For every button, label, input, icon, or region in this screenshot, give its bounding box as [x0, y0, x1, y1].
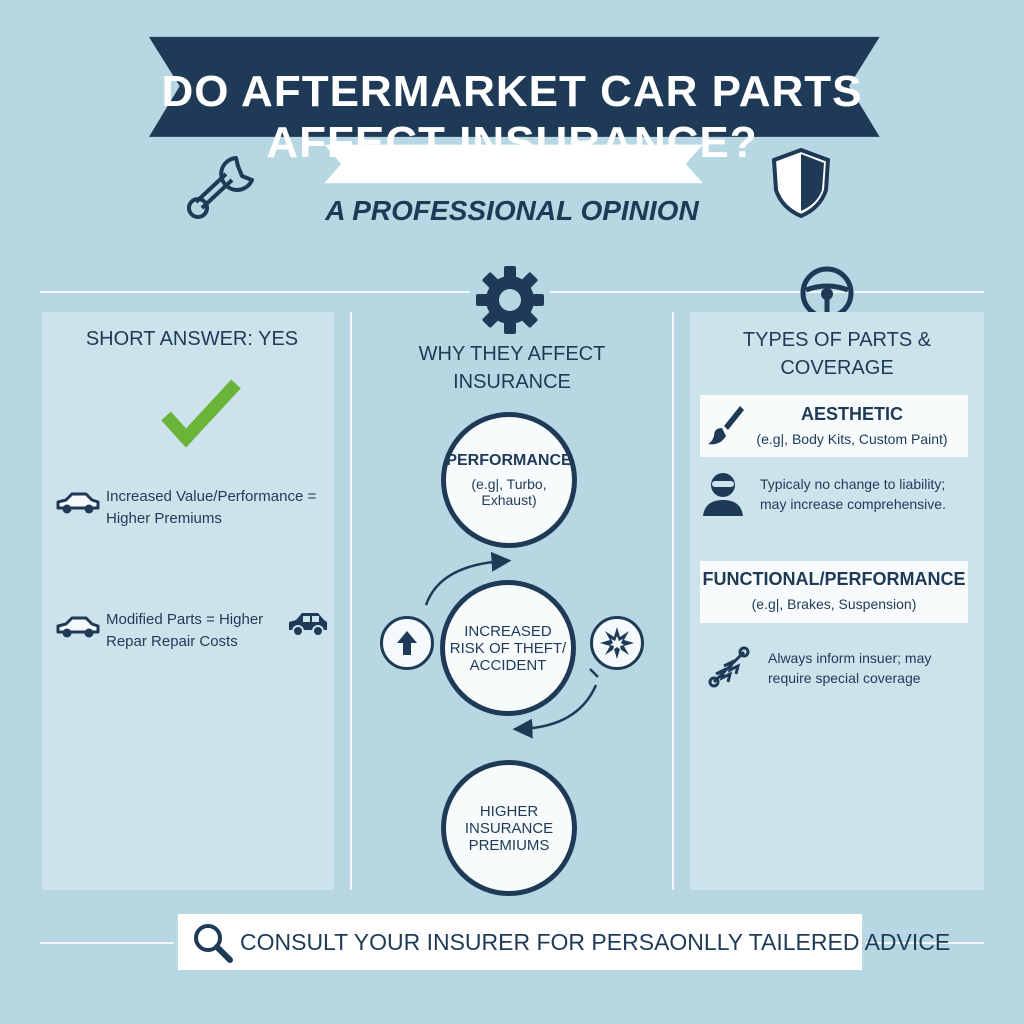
- aesthetic-note: Typicaly no change to liability; may inc…: [760, 474, 980, 514]
- top-divider-right: [550, 291, 984, 293]
- magnifier-icon: [194, 924, 233, 963]
- title-ribbon: [148, 36, 880, 184]
- functional-note: Always inform insuer; may require specia…: [768, 648, 978, 688]
- subtitle: A PROFESSIONAL OPINION: [325, 195, 699, 226]
- left-point-1-line-2: Higher Premiums: [106, 510, 222, 527]
- right-heading-line-2: COVERAGE: [780, 357, 894, 379]
- left-heading: SHORT ANSWER: YES: [85, 328, 299, 350]
- left-point-1: Increased Value/Performance = Higher Pre…: [106, 486, 336, 530]
- cycle-arrows: [424, 551, 599, 739]
- performance-examples: (e.g|, Turbo, Exhaust): [471, 476, 547, 508]
- car-icon: [56, 616, 100, 638]
- left-point-1-line-1: Increased Value/Performance =: [106, 488, 317, 505]
- shield-icon: [771, 147, 831, 219]
- top-divider-left: [40, 291, 470, 293]
- premiums-line-2: INSURANCE: [464, 819, 554, 837]
- functional-note-line-2: require special coverage: [768, 670, 921, 686]
- risk-line-3: ACCIDENT: [469, 656, 547, 674]
- aesthetic-examples: (e.g|, Body Kits, Custom Paint): [756, 431, 948, 447]
- performance-title: PERFORMANCE: [446, 452, 572, 469]
- risk-line-2: RISK OF THEFT/: [449, 639, 567, 657]
- risk-circle: INCREASED RISK OF THEFT/ ACCIDENT: [440, 580, 576, 716]
- middle-divider-right: [672, 312, 674, 890]
- right-heading-line-1: TYPES OF PARTS &: [742, 329, 932, 351]
- middle-heading-line-2: INSURANCE: [453, 371, 571, 393]
- up-arrow-icon: [397, 631, 417, 655]
- premiums-line-3: PREMIUMS: [468, 836, 550, 854]
- premiums-circle: HIGHER INSURANCE PREMIUMS: [441, 760, 577, 896]
- premiums-line-1: HIGHER: [479, 802, 539, 820]
- burst-icon: [600, 627, 634, 659]
- car-icon: [289, 613, 327, 637]
- paintbrush-icon: [708, 406, 744, 445]
- left-point-2: Modified Parts = Higher Repar Repair Cos…: [106, 609, 286, 653]
- aesthetic-note-line-2: may increase comprehensive.: [760, 496, 946, 512]
- car-icon: [56, 492, 100, 514]
- bottom-divider-right: [866, 942, 984, 944]
- title-line-2: AFFECT INSURANCE?: [266, 118, 758, 167]
- consult-banner: [178, 914, 862, 970]
- aesthetic-note-line-1: Typicaly no change to liability;: [760, 476, 946, 492]
- title-line-1: DO AFTERMARKET CAR PARTS: [161, 67, 863, 116]
- up-arrow-circle: [380, 616, 434, 670]
- left-point-2-line-1: Modified Parts = Higher: [106, 611, 264, 628]
- middle-divider-left: [350, 312, 352, 890]
- person-icon: [703, 473, 743, 516]
- middle-heading-line-1: WHY THEY AFFECT: [418, 343, 606, 365]
- checkmark-icon: [161, 379, 241, 448]
- consult-text: CONSULT YOUR INSURER FOR PERSAONLLY TAIL…: [240, 929, 951, 955]
- risk-line-1: INCREASED: [464, 622, 552, 640]
- bottom-divider-left: [40, 942, 174, 944]
- functional-card: FUNCTIONAL/PERFORMANCE (e.g|, Brakes, Su…: [700, 561, 968, 623]
- aesthetic-card: [700, 395, 968, 457]
- left-panel: [42, 312, 334, 890]
- functional-examples: (e.g|, Brakes, Suspension): [751, 596, 917, 612]
- left-point-2-line-2: Repar Repair Costs: [106, 633, 238, 650]
- middle-heading: WHY THEY AFFECT INSURANCE: [372, 340, 652, 396]
- right-heading: TYPES OF PARTS & COVERAGE: [690, 326, 984, 382]
- spring-icon: [708, 646, 750, 688]
- functional-note-line-1: Always inform insuer; may: [768, 650, 932, 666]
- aesthetic-text: AESTHETIC (e.g|, Body Kits, Custom Paint…: [742, 404, 962, 447]
- performance-circle: PERFORMANCE (e.g|, Turbo, Exhaust): [441, 412, 577, 548]
- aesthetic-title: AESTHETIC: [800, 404, 903, 424]
- gear-icon: [476, 266, 544, 334]
- burst-circle: [590, 616, 644, 670]
- functional-title: FUNCTIONAL/PERFORMANCE: [702, 569, 966, 589]
- wrench-icon: [187, 156, 254, 219]
